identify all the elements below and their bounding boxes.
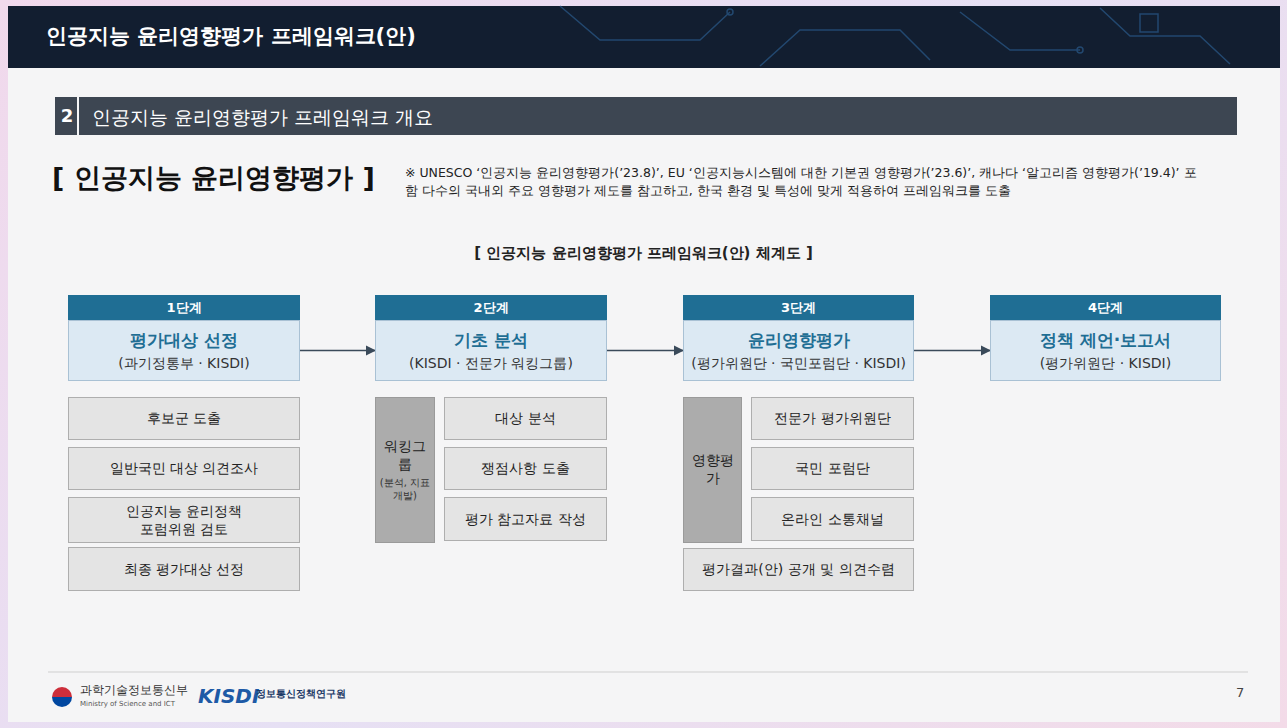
- node-title: 영향평가: [686, 452, 739, 487]
- stage-header-band: 2단계: [375, 295, 607, 321]
- node-title: 후보군 도출: [147, 409, 221, 427]
- task-box: 전문가 평가위원단: [751, 397, 914, 440]
- node-title: 윤리영향평가: [748, 329, 850, 351]
- kisdi-logo: KISDI: [198, 684, 259, 708]
- section-title: 인공지능 윤리영향평가 프레임워크 개요: [92, 106, 433, 129]
- circuit-line: [560, 6, 730, 40]
- node-title: 최종 평가대상 선정: [124, 560, 245, 578]
- node-title: 평가결과(안) 공개 및 의견수렴: [702, 560, 894, 578]
- task-box: 평가결과(안) 공개 및 의견수렴: [683, 548, 914, 591]
- task-box: 후보군 도출: [68, 397, 300, 440]
- stage-arrow: [607, 350, 683, 352]
- group-box: 영향평가: [683, 397, 742, 543]
- stage-box: 기초 분석 (KISDI · 전문가 워킹그룹): [375, 320, 607, 381]
- group-box: 워킹그룹 (분석, 지표 개발): [375, 397, 435, 543]
- circuit-line: [760, 30, 930, 66]
- diagram-subtitle: [ 인공지능 윤리영향평가 프레임워크(안) 체계도 ]: [300, 244, 987, 262]
- node-subtitle: (평가위원단 · KISDI): [1040, 354, 1171, 372]
- node-title: 대상 분석: [495, 409, 555, 427]
- node-title: 워킹그룹: [378, 438, 432, 473]
- slide-heading: [ 인공지능 윤리영향평가 ]: [52, 162, 375, 194]
- node-title: 평가대상 선정: [130, 329, 238, 351]
- node-title: 1단계: [166, 300, 201, 317]
- circuit-pattern: [560, 6, 1230, 66]
- task-box: 국민 포럼단: [751, 447, 914, 490]
- node-title: 정책 제언·보고서: [1040, 329, 1171, 351]
- ministry-english: Ministry of Science and ICT: [80, 700, 175, 708]
- task-box: 최종 평가대상 선정: [68, 547, 300, 591]
- node-subtitle: (평가위원단 · 국민포럼단 · KISDI): [691, 354, 906, 372]
- circuit-node: [727, 9, 733, 15]
- page-number: 7: [1236, 685, 1244, 701]
- reference-note: ※ UNESCO ‘인공지능 윤리영향평가(’23.8)’, EU ‘인공지능시…: [405, 164, 1205, 200]
- stage-box: 윤리영향평가 (평가위원단 · 국민포럼단 · KISDI): [683, 320, 914, 381]
- circuit-line: [1100, 8, 1230, 64]
- node-title: 3단계: [781, 300, 816, 317]
- footer-rule: [48, 672, 1248, 673]
- stage-header-band: 1단계: [68, 295, 300, 321]
- task-box: 대상 분석: [444, 397, 607, 440]
- node-title: 전문가 평가위원단: [774, 409, 890, 427]
- node-subtitle: (KISDI · 전문가 워킹그룹): [409, 354, 573, 372]
- page-title: 인공지능 윤리영향평가 프레임워크(안): [46, 22, 416, 50]
- institute-name: 정보통신정책연구원: [256, 688, 346, 700]
- stage-box: 평가대상 선정 (과기정통부 · KISDI): [68, 320, 300, 381]
- government-emblem: [52, 687, 72, 707]
- node-title: 인공지능 윤리정책 포럼위원 검토: [121, 502, 247, 538]
- stage-box: 정책 제언·보고서 (평가위원단 · KISDI): [990, 320, 1221, 381]
- stage-arrow: [300, 350, 375, 352]
- node-title: 평가 참고자료 작성: [465, 510, 586, 528]
- task-box: 쟁점사항 도출: [444, 447, 607, 490]
- circuit-node: [1077, 47, 1083, 53]
- stage-header-band: 3단계: [683, 295, 914, 321]
- task-box: 평가 참고자료 작성: [444, 497, 607, 541]
- node-title: 국민 포럼단: [795, 459, 869, 477]
- circuit-line: [960, 12, 1080, 50]
- node-subtitle: (분석, 지표 개발): [378, 476, 432, 502]
- task-box: 일반국민 대상 의견조사: [68, 447, 300, 490]
- node-title: 일반국민 대상 의견조사: [110, 459, 259, 477]
- node-title: 쟁점사항 도출: [481, 459, 569, 477]
- node-title: 온라인 소통채널: [781, 510, 883, 528]
- node-title: 2단계: [473, 300, 508, 317]
- task-box: 인공지능 윤리정책 포럼위원 검토: [68, 497, 300, 543]
- node-title: 4단계: [1088, 300, 1123, 317]
- stage-arrow: [914, 350, 990, 352]
- emblem-red: [52, 687, 72, 697]
- section-number: 2: [55, 97, 79, 135]
- node-subtitle: (과기정통부 · KISDI): [118, 354, 249, 372]
- node-title: 기초 분석: [454, 329, 528, 351]
- stage-header-band: 4단계: [990, 295, 1221, 321]
- circuit-chip: [1140, 14, 1158, 32]
- emblem-blue: [52, 697, 72, 707]
- task-box: 온라인 소통채널: [751, 497, 914, 541]
- ministry-name: 과학기술정보통신부: [80, 684, 188, 698]
